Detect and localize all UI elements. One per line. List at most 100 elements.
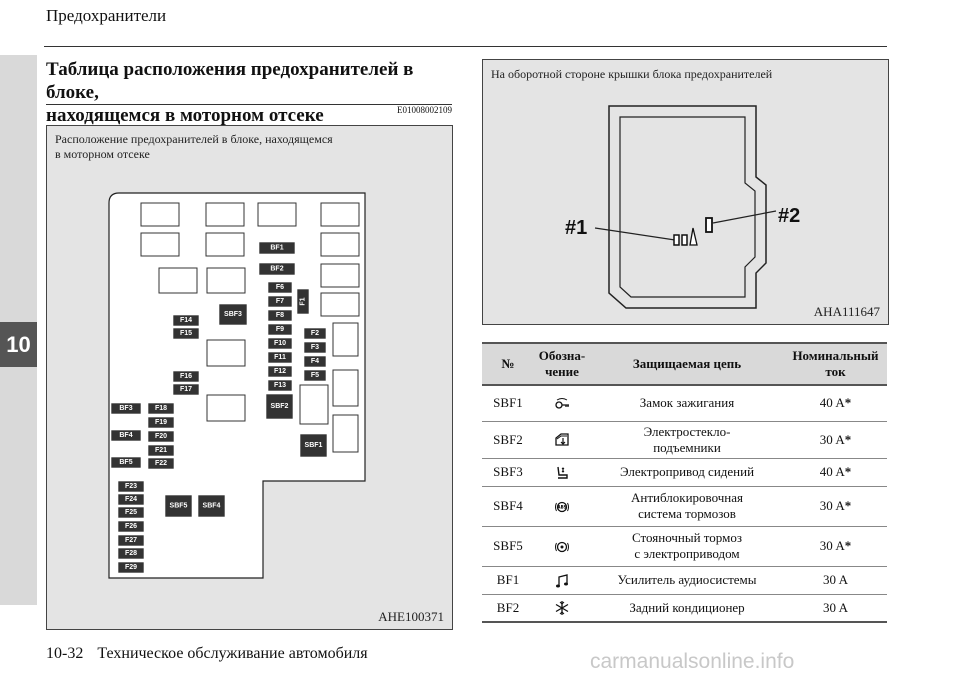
- fuse-label-bf4: BF4: [119, 432, 132, 439]
- fuse-id: SBF5: [482, 526, 534, 567]
- watermark: carmanualsonline.info: [590, 650, 795, 673]
- cover-caption: На оборотной стороне крышки блока предох…: [491, 67, 773, 81]
- parking-brake-icon: [555, 541, 569, 552]
- fuse-f24: F24: [117, 493, 145, 506]
- abs-icon: ABS: [555, 501, 569, 512]
- section-code: E01008002109: [397, 105, 452, 115]
- fuse-label-f17: F17: [180, 386, 192, 393]
- rating-mark: *: [844, 498, 852, 513]
- power-seat-icon: [557, 466, 568, 479]
- fuse-bf3: BF3: [110, 402, 142, 415]
- circuit-line2: система тормозов: [638, 506, 736, 521]
- circuit-line1: Замок зажигания: [639, 395, 735, 411]
- fuse-symbol: [534, 566, 590, 595]
- rated-current: 30 A: [784, 566, 887, 595]
- rating-mark: *: [844, 431, 852, 447]
- fuse-f28: F28: [117, 547, 145, 560]
- fuse-symbol: [534, 526, 590, 567]
- fuse-id: BF2: [482, 594, 534, 623]
- fuse-puller-icon: [689, 227, 698, 246]
- callout2-label: #2: [778, 205, 800, 227]
- fuse-f22: F22: [147, 457, 175, 470]
- fuse-bf1: BF1: [258, 241, 296, 255]
- fuse-symbol: [534, 421, 590, 459]
- rated-current: 30 A: [784, 594, 887, 623]
- circuit-line2: подъемники: [653, 439, 721, 455]
- rated-current: 30 A*: [784, 526, 887, 567]
- rated-current: 30 A*: [784, 486, 887, 527]
- fuse-sbf5: SBF5: [164, 494, 193, 518]
- fuse-f11: F11: [267, 351, 293, 364]
- figure-code: AHE100371: [378, 609, 444, 624]
- fuse-label-sbf4: SBF4: [203, 503, 221, 510]
- figure-caption-line2: в моторном отсеке: [55, 147, 150, 161]
- fuse-label-f1: F1: [300, 297, 307, 305]
- fuse-f13: F13: [267, 379, 293, 392]
- relay-slots: [140, 202, 360, 453]
- protected-circuit: Электростекло-подъемники: [590, 421, 784, 459]
- fuse-label-f2: F2: [311, 330, 319, 337]
- fuse-cover-figure: На оборотной стороне крышки блока предох…: [482, 59, 889, 325]
- fuse-label-sbf3: SBF3: [224, 311, 242, 318]
- fuse-label-bf3: BF3: [119, 405, 132, 412]
- header-number: №: [482, 342, 534, 386]
- fuse-bf2: BF2: [258, 262, 296, 276]
- fuse-label-f14: F14: [180, 317, 192, 324]
- header-rating-line2: ток: [825, 364, 846, 379]
- header-title: Предохранители: [46, 6, 167, 25]
- rated-current: 40 A*: [784, 458, 887, 487]
- rating-value: 30 A: [819, 498, 845, 513]
- cover-figure-code: AHA111647: [813, 304, 880, 319]
- fuse-label-f15: F15: [180, 330, 192, 337]
- fuse-f17: F17: [172, 383, 200, 396]
- callout2-line: [712, 210, 777, 224]
- fuse-f8: F8: [267, 309, 293, 322]
- fuse-label-f25: F25: [125, 509, 137, 516]
- callout1-label: #1: [565, 217, 587, 239]
- circuit-line2: с электроприводом: [634, 546, 740, 561]
- rated-current: 40 A*: [784, 385, 887, 422]
- fuse-sbf4: SBF4: [197, 494, 226, 518]
- fuse-sbf3: SBF3: [218, 303, 248, 326]
- protected-circuit: Электропривод сидений: [590, 458, 784, 487]
- fuse-f10: F10: [267, 337, 293, 350]
- fuse-symbol: [534, 458, 590, 487]
- protected-circuit: Замок зажигания: [590, 385, 784, 422]
- section-title-line1: Таблица расположения предохранителей в б…: [46, 59, 414, 103]
- header-rule: [44, 46, 887, 47]
- fuse-label-sbf2: SBF2: [271, 403, 289, 410]
- fuse-label-f18: F18: [155, 405, 167, 412]
- engine-fuse-box-figure: Расположение предохранителей в блоке, на…: [46, 125, 453, 630]
- fuse-table: № Обозна- чение Защищаемая цепь Номиналь…: [482, 342, 887, 623]
- fuse-f9: F9: [267, 323, 293, 336]
- fuse-label-f9: F9: [276, 326, 284, 333]
- fuse-symbol: ABS: [534, 486, 590, 527]
- rating-value: 30 A: [823, 599, 848, 615]
- fuse-label-f4: F4: [311, 358, 319, 365]
- fuse-label-f24: F24: [125, 496, 137, 503]
- header-circuit: Защищаемая цепь: [590, 342, 784, 386]
- fuse-label-f16: F16: [180, 373, 192, 380]
- fuse-label-sbf5: SBF5: [170, 503, 188, 510]
- circuit-line1: Усилитель аудиосистемы: [617, 572, 757, 587]
- fuse-f29: F29: [117, 561, 145, 574]
- fuse-label-f28: F28: [125, 550, 137, 557]
- header-symbol-line2: чение: [545, 364, 579, 379]
- rated-current: 30 A*: [784, 421, 887, 459]
- callout1-line: [594, 227, 676, 241]
- spare-fuse-3: [705, 217, 713, 233]
- header-symbol: Обозна- чение: [534, 342, 590, 386]
- cover-inner-outline: [619, 116, 756, 298]
- chapter-number: 10: [0, 322, 37, 367]
- ignition-key-icon: [555, 397, 569, 409]
- fuse-f7: F7: [267, 295, 293, 308]
- fuse-labels: BF1BF2F6F7F8F9F10F11F12F13F1F2F3F4F5SBF2…: [110, 241, 328, 574]
- fuse-f19: F19: [147, 416, 175, 429]
- fuse-label-f26: F26: [125, 523, 137, 530]
- fuse-f14: F14: [172, 314, 200, 327]
- fuse-label-f10: F10: [274, 340, 286, 347]
